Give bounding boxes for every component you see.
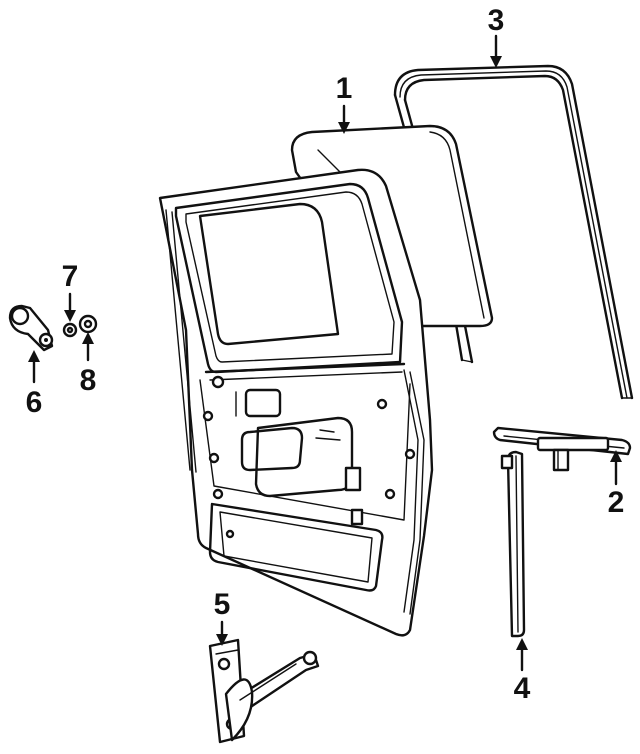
leader-lines [28, 34, 622, 672]
handle-part [8, 304, 54, 352]
callout-8: 8 [80, 364, 97, 397]
callout-5: 5 [214, 588, 231, 621]
nut-part [78, 314, 98, 334]
callout-2: 2 [608, 486, 625, 519]
washer-part [62, 322, 78, 338]
callout-3: 3 [488, 4, 505, 37]
window-regulator-part [208, 638, 320, 744]
callout-7: 7 [62, 260, 79, 293]
rear-guide-part [500, 450, 526, 638]
glass-channel-part [492, 426, 632, 472]
callout-6: 6 [26, 386, 43, 419]
door-shell-part [158, 168, 434, 637]
callout-4: 4 [514, 672, 531, 705]
callout-1: 1 [336, 72, 353, 105]
